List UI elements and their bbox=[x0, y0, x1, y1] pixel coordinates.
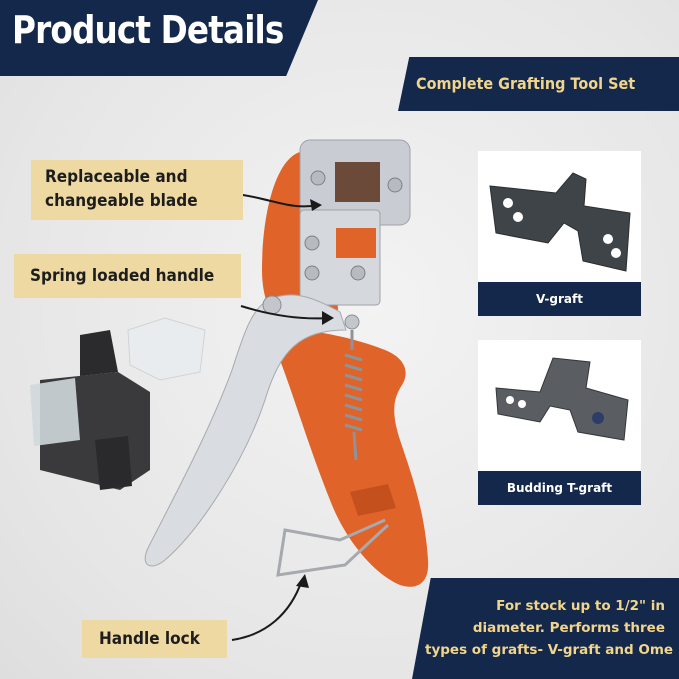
callout-blade: Replaceable and changeable blade bbox=[31, 160, 243, 220]
callout-blade-line-2: changeable blade bbox=[45, 191, 198, 211]
callout-blade-line-1: Replaceable and bbox=[45, 167, 188, 187]
tool-spring bbox=[344, 330, 363, 461]
page-title: Product Details bbox=[12, 8, 284, 52]
tool-handle-lock bbox=[276, 518, 390, 577]
set-banner bbox=[398, 57, 679, 111]
info-line-3: types of grafts- V-graft and Ome bbox=[425, 642, 674, 658]
t-graft-card: Budding T-graft bbox=[478, 340, 641, 505]
tool-chrome-lever bbox=[144, 294, 360, 567]
lock-arrow bbox=[231, 579, 303, 641]
set-banner-title: Complete Grafting Tool Set bbox=[416, 74, 636, 93]
info-banner bbox=[412, 578, 679, 679]
spring-arrow bbox=[240, 305, 331, 320]
v-graft-blade-image bbox=[489, 172, 631, 272]
v-graft-caption: V-graft bbox=[478, 282, 641, 316]
title-banner bbox=[0, 0, 318, 76]
info-line-2: diameter. Performs three bbox=[472, 620, 665, 636]
callout-spring-label: Spring loaded handle bbox=[30, 266, 215, 286]
callout-lock: Handle lock bbox=[82, 620, 227, 658]
v-graft-card: V-graft bbox=[478, 151, 641, 316]
info-text: For stock up to 1/2" in diameter. Perfor… bbox=[425, 595, 674, 661]
t-graft-caption: Budding T-graft bbox=[478, 471, 641, 505]
callout-spring: Spring loaded handle bbox=[14, 254, 241, 298]
tool-head bbox=[299, 139, 411, 306]
anvil-accessory bbox=[30, 317, 206, 490]
t-graft-blade-image bbox=[495, 357, 629, 441]
callout-arrows bbox=[231, 194, 334, 641]
callout-lock-label: Handle lock bbox=[99, 629, 200, 649]
info-line-1: For stock up to 1/2" in bbox=[496, 598, 665, 614]
tool-lower-handle bbox=[280, 330, 429, 587]
